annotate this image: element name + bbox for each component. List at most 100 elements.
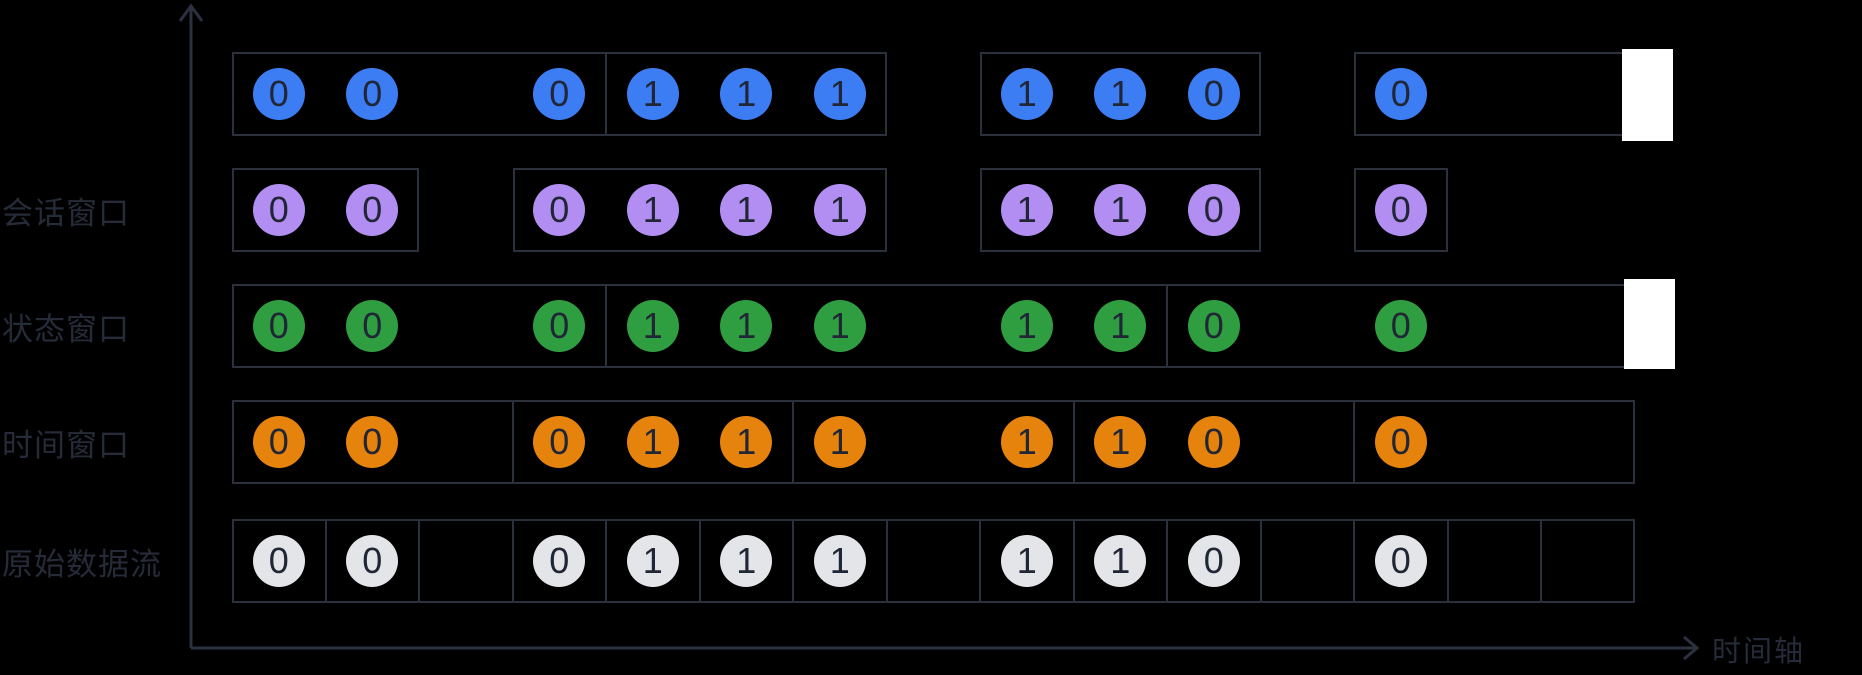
stream-dot-state-window: 0 (533, 300, 586, 352)
stream-dot-state-window: 1 (813, 300, 866, 352)
stream-dot-state-window: 1 (1094, 300, 1147, 352)
window-box-session-window (1354, 168, 1448, 252)
stream-dot-session-window: 1 (720, 184, 773, 236)
window-divider (324, 521, 327, 601)
dot-value: 0 (1390, 189, 1411, 230)
stream-dot-state-window: 0 (1374, 300, 1427, 352)
dot-value: 0 (1390, 540, 1411, 581)
dot-value: 1 (642, 305, 663, 346)
stream-dot-count-window: 0 (346, 68, 399, 120)
dot-value: 1 (1110, 540, 1131, 581)
stream-dot-raw-stream: 0 (1187, 535, 1240, 587)
stream-dot-count-window: 1 (813, 68, 866, 120)
stream-dot-raw-stream: 1 (1000, 535, 1053, 587)
window-divider (511, 521, 514, 601)
dot-value: 0 (549, 421, 570, 462)
window-divider (1072, 402, 1075, 482)
dot-value: 1 (829, 305, 850, 346)
stream-dot-session-window: 0 (1187, 184, 1240, 236)
stream-dot-time-window: 1 (1000, 416, 1053, 468)
stream-dot-time-window: 0 (533, 416, 586, 468)
dot-value: 1 (829, 73, 850, 114)
window-divider (1259, 521, 1262, 601)
stream-dot-raw-stream: 0 (1374, 535, 1427, 587)
dot-value: 1 (1110, 305, 1131, 346)
dot-value: 1 (736, 305, 757, 346)
dot-value: 1 (736, 73, 757, 114)
stream-dot-raw-stream: 1 (626, 535, 679, 587)
stream-dot-session-window: 0 (346, 184, 399, 236)
dot-value: 0 (1390, 305, 1411, 346)
window-divider (1446, 521, 1449, 601)
stream-dot-session-window: 1 (626, 184, 679, 236)
window-divider (1166, 286, 1168, 366)
dot-value: 0 (549, 305, 570, 346)
stream-dot-time-window: 0 (1187, 416, 1240, 468)
y-axis-arrowhead-icon (178, 3, 204, 22)
dot-value: 1 (1016, 305, 1037, 346)
window-divider (1072, 521, 1075, 601)
stream-dot-time-window: 1 (1094, 416, 1147, 468)
dot-value: 1 (1016, 540, 1037, 581)
stream-dot-time-window: 1 (813, 416, 866, 468)
dot-value: 1 (1110, 421, 1131, 462)
ongoing-window-cursor-count-window (1622, 49, 1673, 141)
stream-dot-count-window: 0 (252, 68, 305, 120)
dot-value: 0 (1203, 73, 1224, 114)
stream-dot-raw-stream: 1 (813, 535, 866, 587)
dot-value: 1 (736, 540, 757, 581)
stream-dot-state-window: 0 (252, 300, 305, 352)
dot-value: 1 (642, 421, 663, 462)
window-divider (792, 402, 794, 482)
row-label-session-window: 会话窗口 (2, 195, 130, 231)
dot-value: 1 (642, 540, 663, 581)
window-divider (792, 521, 794, 601)
row-label-time-window: 时间窗口 (2, 427, 130, 463)
dot-value: 0 (362, 73, 383, 114)
stream-dot-state-window: 0 (346, 300, 399, 352)
stream-dot-raw-stream: 0 (346, 535, 399, 587)
stream-dot-count-window: 1 (1000, 68, 1053, 120)
window-box-raw-stream (232, 519, 1635, 603)
window-divider (511, 402, 514, 482)
dot-value: 0 (268, 540, 289, 581)
dot-value: 0 (268, 73, 289, 114)
dot-value: 0 (1390, 73, 1411, 114)
stream-dot-time-window: 0 (346, 416, 399, 468)
stream-dot-raw-stream: 0 (533, 535, 586, 587)
stream-dot-count-window: 0 (1187, 68, 1240, 120)
stream-dot-session-window: 0 (252, 184, 305, 236)
dot-value: 0 (362, 305, 383, 346)
stream-dot-time-window: 0 (252, 416, 305, 468)
dot-value: 0 (549, 73, 570, 114)
window-divider (979, 521, 981, 601)
window-divider (698, 521, 701, 601)
window-box-session-window (232, 168, 419, 252)
window-box-session-window (512, 168, 887, 252)
stream-dot-session-window: 1 (1000, 184, 1053, 236)
stream-dot-time-window: 0 (1374, 416, 1427, 468)
dot-value: 1 (829, 540, 850, 581)
dot-value: 0 (362, 540, 383, 581)
window-box-time-window (232, 400, 1635, 484)
dot-value: 1 (736, 189, 757, 230)
stream-dot-state-window: 1 (626, 300, 679, 352)
window-divider (1166, 521, 1168, 601)
dot-value: 1 (829, 421, 850, 462)
stream-dot-count-window: 1 (720, 68, 773, 120)
dot-value: 0 (268, 421, 289, 462)
stream-dot-raw-stream: 0 (252, 535, 305, 587)
window-divider (1353, 521, 1355, 601)
stream-dot-count-window: 1 (626, 68, 679, 120)
dot-value: 0 (1203, 189, 1224, 230)
stream-dot-time-window: 1 (626, 416, 679, 468)
dot-value: 0 (1390, 421, 1411, 462)
stream-dot-raw-stream: 1 (720, 535, 773, 587)
stream-dot-count-window: 0 (1374, 68, 1427, 120)
dot-value: 1 (1016, 73, 1037, 114)
dot-value: 0 (549, 189, 570, 230)
stream-dot-count-window: 1 (1094, 68, 1147, 120)
dot-value: 0 (549, 540, 570, 581)
